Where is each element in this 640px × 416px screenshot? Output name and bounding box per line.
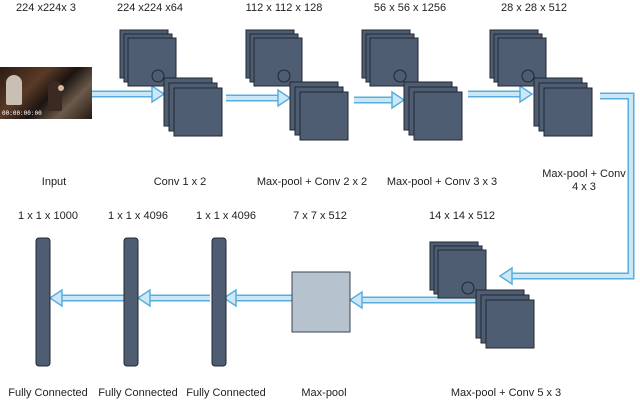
- feature-map-back: [369, 37, 419, 87]
- conv3-block-stack: [361, 29, 463, 141]
- fc-bar-1: [211, 237, 227, 367]
- feature-map-front: [485, 299, 535, 349]
- feature-map-front: [413, 91, 463, 141]
- fc3-label: Fully Connected: [8, 387, 88, 399]
- fc1-dims-label: 1 x 1 x 4096: [196, 210, 256, 222]
- arrowhead: [48, 288, 63, 308]
- input-label: Input: [41, 176, 67, 188]
- fc3-dims-label: 1 x 1 x 1000: [18, 210, 78, 222]
- connector-circle: [461, 281, 475, 295]
- conv1-dims-label: 224 x224 x64: [116, 2, 184, 14]
- video-timestamp: 00:00:00:00: [2, 110, 42, 117]
- conv3-dims-label: 56 x 56 x 1256: [373, 2, 447, 14]
- conv5-dims-label: 14 x 14 x 512: [428, 210, 496, 222]
- conv1-block-stack: [119, 29, 223, 137]
- fc2-label: Fully Connected: [98, 387, 178, 399]
- arrowhead: [222, 288, 237, 308]
- arrowhead: [136, 288, 151, 308]
- arrowhead: [498, 266, 513, 286]
- arrowhead: [391, 90, 406, 110]
- maxpool-label: Max-pool: [301, 387, 347, 399]
- arrows-bottom: [48, 288, 476, 310]
- conv2-label: Max-pool + Conv 2 x 2: [256, 176, 368, 188]
- conv1-label: Conv 1 x 2: [153, 176, 207, 188]
- fc2-dims-label: 1 x 1 x 4096: [108, 210, 168, 222]
- arrowhead: [151, 84, 166, 104]
- feature-map-back: [253, 37, 303, 87]
- connector-circle: [521, 69, 535, 83]
- input-image: 00:00:00:00: [0, 67, 92, 119]
- arrowhead: [348, 290, 363, 310]
- person-figure: [6, 75, 22, 105]
- conv4-label-line2: 4 x 3: [572, 181, 596, 193]
- input-dims-label: 224 x224x 3: [16, 2, 76, 14]
- maxpool-block: [291, 271, 351, 333]
- conv4-label-line1: Max-pool + Conv: [542, 168, 626, 180]
- fc1-label: Fully Connected: [186, 387, 266, 399]
- conv4-dims-label: 28 x 28 x 512: [500, 2, 568, 14]
- feature-map-front: [543, 87, 593, 137]
- conv2-block-stack: [245, 29, 349, 141]
- maxpool-dims-label: 7 x 7 x 512: [293, 210, 347, 222]
- conv3-label: Max-pool + Conv 3 x 3: [386, 176, 498, 188]
- arrows-top: [92, 84, 635, 286]
- conv5-label: Max-pool + Conv 5 x 3: [450, 387, 562, 399]
- arrowhead: [277, 88, 292, 108]
- connector-circle: [277, 69, 291, 83]
- fc-bar-3: [35, 237, 51, 367]
- conv4-block-stack: [489, 29, 593, 137]
- connector-circle: [151, 69, 165, 83]
- conv5-block-stack: [429, 241, 535, 349]
- fc-bar-2: [123, 237, 139, 367]
- feature-map-front: [299, 91, 349, 141]
- connector-circle: [393, 69, 407, 83]
- arrowhead: [519, 84, 534, 104]
- face: [58, 85, 64, 91]
- feature-map-front: [173, 87, 223, 137]
- conv2-dims-label: 112 x 112 x 128: [245, 2, 323, 14]
